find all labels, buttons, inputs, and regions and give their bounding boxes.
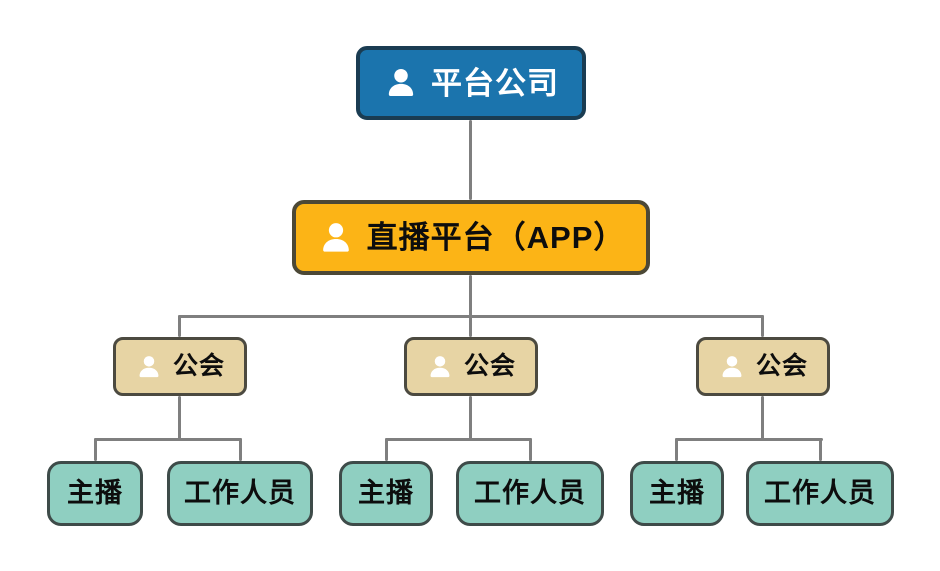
node-label: 公会 bbox=[463, 352, 516, 380]
node-label: 工作人员 bbox=[474, 478, 586, 508]
connector-drop-staff-2 bbox=[529, 438, 532, 461]
person-icon bbox=[718, 353, 746, 381]
connector-guild1-rail bbox=[94, 438, 242, 441]
node-label: 公会 bbox=[755, 352, 808, 380]
connector-drop-anchor-3 bbox=[675, 438, 678, 461]
node-anchor-3: 主播 bbox=[630, 461, 724, 526]
person-icon bbox=[426, 353, 454, 381]
node-staff-1: 工作人员 bbox=[167, 461, 313, 526]
node-anchor-2: 主播 bbox=[339, 461, 433, 526]
connector-drop-staff-3 bbox=[819, 438, 822, 461]
node-platform-company: 平台公司 bbox=[356, 46, 586, 120]
node-label: 平台公司 bbox=[431, 65, 559, 101]
node-label: 工作人员 bbox=[184, 478, 296, 508]
connector-drop-anchor-2 bbox=[385, 438, 388, 461]
connector-guild2-rail bbox=[385, 438, 532, 441]
connector-guild2-stem bbox=[469, 396, 472, 441]
connector-guild1-stem bbox=[178, 396, 181, 441]
node-label: 工作人员 bbox=[764, 478, 876, 508]
connector-company-to-app bbox=[469, 120, 472, 200]
node-guild-1: 公会 bbox=[113, 337, 247, 396]
person-icon bbox=[135, 353, 163, 381]
node-staff-2: 工作人员 bbox=[456, 461, 604, 526]
node-label: 主播 bbox=[67, 478, 123, 508]
connector-drop-guild-1 bbox=[178, 315, 181, 337]
person-icon bbox=[383, 65, 419, 101]
connector-drop-guild-3 bbox=[761, 315, 764, 337]
connector-guild3-stem bbox=[761, 396, 764, 441]
node-label: 直播平台（APP） bbox=[366, 220, 626, 255]
connector-app-to-guilds-stem bbox=[469, 275, 472, 337]
connector-guild3-rail bbox=[675, 438, 823, 441]
node-guild-2: 公会 bbox=[404, 337, 538, 396]
node-label: 主播 bbox=[649, 478, 705, 508]
connector-drop-anchor-1 bbox=[94, 438, 97, 461]
node-staff-3: 工作人员 bbox=[746, 461, 894, 526]
node-label: 公会 bbox=[172, 352, 225, 380]
node-anchor-1: 主播 bbox=[47, 461, 143, 526]
node-guild-3: 公会 bbox=[696, 337, 830, 396]
node-live-platform-app: 直播平台（APP） bbox=[292, 200, 650, 275]
person-icon bbox=[317, 219, 355, 257]
connector-drop-staff-1 bbox=[239, 438, 242, 461]
node-label: 主播 bbox=[358, 478, 414, 508]
connector-guild-rail bbox=[178, 315, 764, 318]
